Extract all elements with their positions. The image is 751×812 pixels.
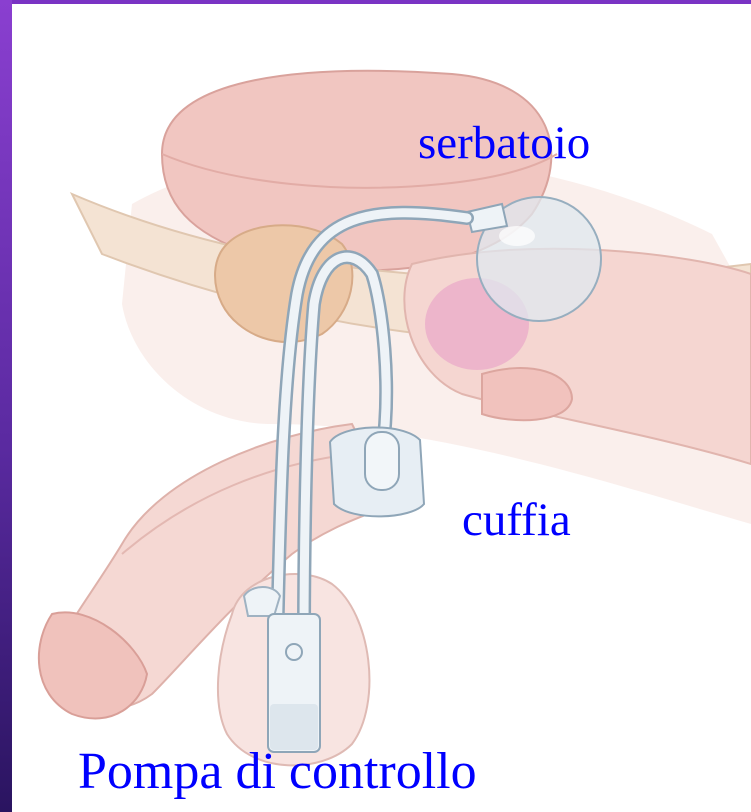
reservoir-label: serbatoio [418, 120, 590, 167]
cuff-label: cuffia [462, 497, 571, 544]
urinary-sphincter-illustration [12, 4, 751, 812]
slide-left-border [0, 0, 12, 812]
pump-label: Pompa di controllo [78, 746, 477, 798]
cuff [330, 427, 424, 516]
